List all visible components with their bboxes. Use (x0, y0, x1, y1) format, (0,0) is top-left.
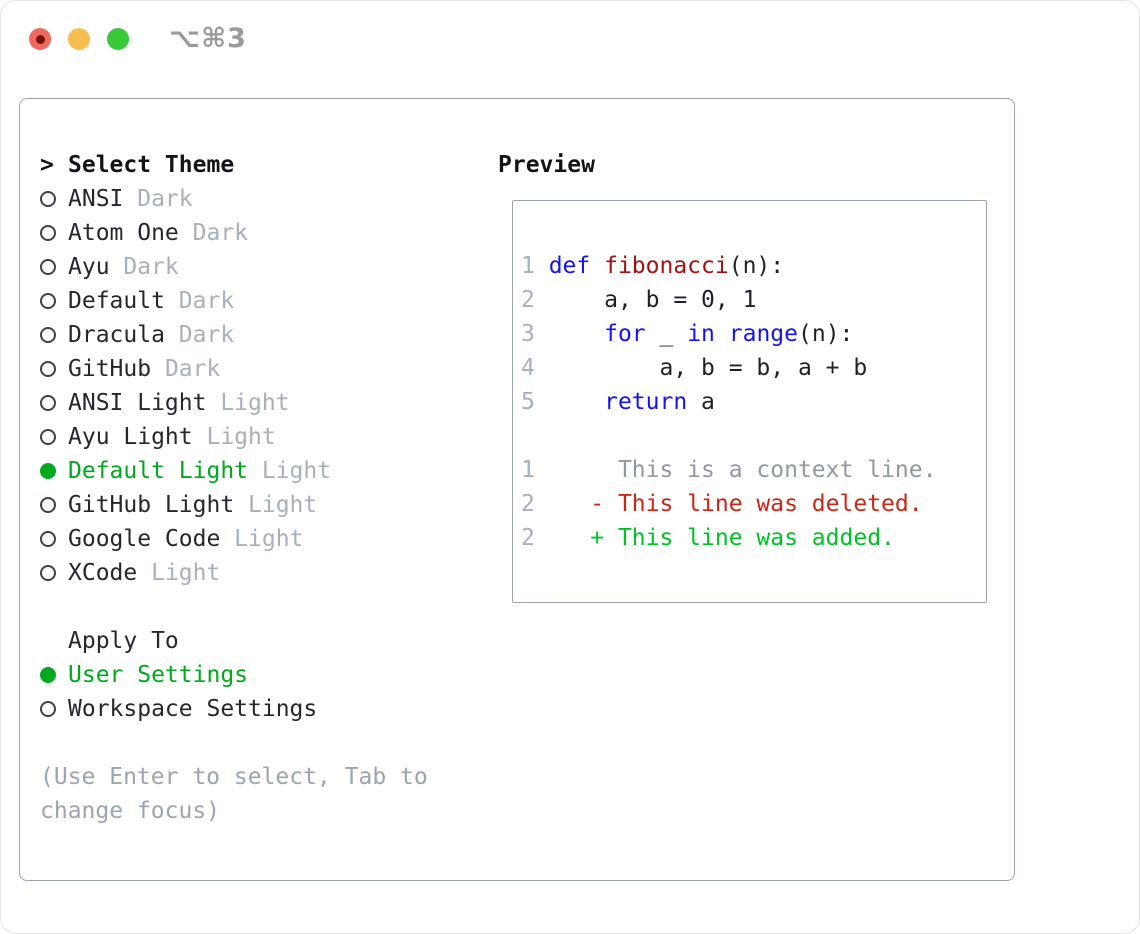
title-bar: ⌥⌘3 (1, 1, 1139, 98)
apply-option-workspace-settings[interactable]: Workspace Settings (40, 692, 498, 726)
theme-variant-tag: Dark (192, 220, 249, 246)
line-number: 1 (521, 253, 535, 279)
theme-variant-tag: Dark (123, 254, 179, 280)
line-number: 2 (521, 287, 535, 313)
apply-option-user-settings[interactable]: User Settings (40, 658, 498, 692)
radio-unselected-icon (40, 701, 56, 717)
window-title: ⌥⌘3 (169, 23, 247, 54)
theme-variant-tag: Light (206, 424, 276, 450)
line-number: 3 (521, 321, 535, 347)
minimize-button[interactable] (68, 28, 90, 50)
line-number: 2 (521, 491, 535, 517)
code-line: 5 return a (521, 389, 715, 415)
radio-unselected-icon (40, 327, 56, 343)
select-theme-label: Select Theme (68, 152, 235, 178)
focus-caret-icon: > (40, 152, 54, 178)
close-button[interactable] (29, 28, 51, 50)
keyboard-hint-line2: change focus) (40, 798, 221, 824)
select-theme-heading: > Select Theme (40, 148, 498, 182)
radio-unselected-icon (40, 225, 56, 241)
line-number: 4 (521, 355, 535, 381)
radio-unselected-icon (40, 259, 56, 275)
theme-variant-tag: Dark (178, 288, 235, 314)
line-number: 5 (521, 389, 535, 415)
radio-unselected-icon (40, 565, 56, 581)
line-number: 2 (521, 525, 535, 551)
code-line: 3 for _ in range(n): (521, 321, 854, 347)
code-line: 4 a, b = b, a + b (521, 355, 868, 381)
radio-unselected-icon (40, 429, 56, 445)
preview-heading: Preview (498, 152, 595, 178)
radio-unselected-icon (40, 531, 56, 547)
traffic-lights (29, 28, 129, 50)
apply-to-heading: Apply To (40, 624, 498, 658)
theme-variant-tag: Light (234, 526, 304, 552)
theme-variant-tag: Light (261, 458, 332, 484)
close-dot-icon (35, 34, 45, 44)
apply-to-label: Apply To (68, 628, 179, 654)
radio-unselected-icon (40, 497, 56, 513)
zoom-button[interactable] (107, 28, 129, 50)
radio-unselected-icon (40, 361, 56, 377)
radio-unselected-icon (40, 395, 56, 411)
diff-added-line: 2 + This line was added. (521, 525, 895, 551)
keyboard-hint-line1: (Use Enter to select, Tab to (40, 764, 428, 790)
theme-variant-tag: Light (248, 492, 318, 518)
code-line: 2 a, b = 0, 1 (521, 287, 757, 313)
radio-selected-icon (40, 463, 56, 479)
theme-variant-tag: Dark (164, 356, 221, 382)
theme-variant-tag: Dark (137, 186, 193, 212)
theme-variant-tag: Light (220, 390, 290, 416)
radio-selected-icon (40, 667, 56, 683)
diff-deleted-line: 2 - This line was deleted. (521, 491, 923, 517)
line-number: 1 (521, 457, 535, 483)
radio-unselected-icon (40, 191, 56, 207)
diff-context-line: 1 This is a context line. (521, 457, 937, 483)
theme-variant-tag: Dark (178, 322, 235, 348)
radio-unselected-icon (40, 293, 56, 309)
theme-variant-tag: Light (151, 560, 221, 586)
